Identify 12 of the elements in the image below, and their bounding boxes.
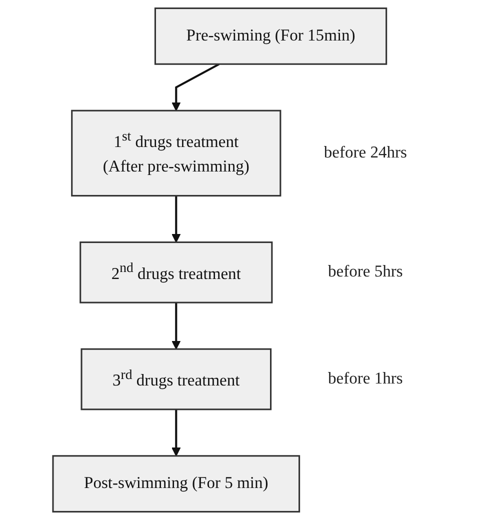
node-box: 3$^{rd}$ drugs treatment bbox=[80, 348, 272, 410]
node-box: 2$^{nd}$ drugs treatment bbox=[80, 241, 273, 304]
arrow bbox=[172, 302, 181, 350]
node-label: before 5hrs bbox=[328, 263, 403, 281]
node-box: Post-swimming (For 5 min) bbox=[52, 455, 300, 512]
arrow bbox=[172, 409, 181, 456]
arrow bbox=[172, 196, 181, 243]
arrow bbox=[172, 63, 220, 112]
node-box: 1$^{st}$ drugs treatment (After pre-swimming) bbox=[71, 110, 282, 197]
node-label: before 1hrs bbox=[328, 370, 403, 388]
node-label: before 24hrs bbox=[324, 144, 407, 162]
node-box: Pre-swiming (For 15min) bbox=[154, 8, 388, 65]
